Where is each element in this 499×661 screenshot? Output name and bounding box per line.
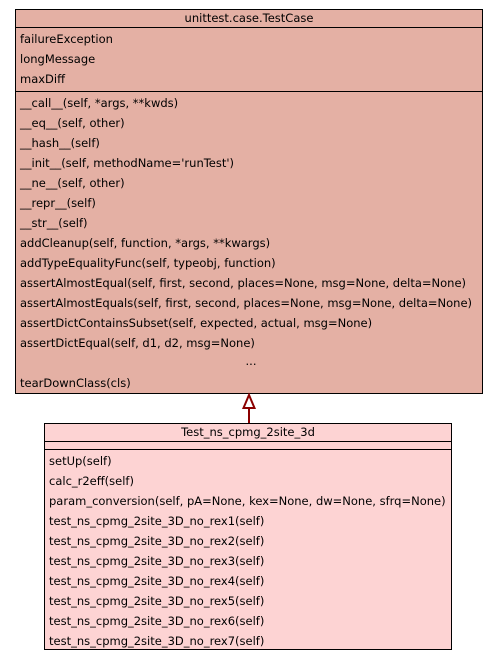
- method-row: assertDictContainsSubset(self, expected,…: [20, 316, 373, 330]
- parent-attributes-section: failureException longMessage maxDiff: [16, 28, 482, 92]
- method-row: addTypeEqualityFunc(self, typeobj, funct…: [20, 256, 276, 270]
- method-row: test_ns_cpmg_2site_3D_no_rex2(self): [49, 534, 265, 548]
- method-row: test_ns_cpmg_2site_3D_no_rex4(self): [49, 574, 265, 588]
- method-row: __hash__(self): [20, 136, 100, 150]
- attribute-row: longMessage: [20, 52, 96, 66]
- method-row: __repr__(self): [20, 196, 96, 210]
- method-row: assertAlmostEqual(self, first, second, p…: [20, 276, 467, 290]
- method-row: assertDictEqual(self, d1, d2, msg=None): [20, 336, 255, 350]
- method-row: tearDownClass(cls): [20, 376, 131, 390]
- method-row: test_ns_cpmg_2site_3D_no_rex3(self): [49, 554, 265, 568]
- method-row: __init__(self, methodName='runTest'): [20, 156, 235, 170]
- method-row: test_ns_cpmg_2site_3D_no_rex5(self): [49, 594, 265, 608]
- attribute-row: maxDiff: [20, 72, 66, 86]
- method-row: test_ns_cpmg_2site_3D_no_rex7(self): [49, 634, 265, 648]
- child-attributes-section: [45, 442, 451, 450]
- child-methods-section: setUp(self) calc_r2eff(self) param_conve…: [45, 450, 451, 653]
- method-row: test_ns_cpmg_2site_3D_no_rex6(self): [49, 614, 265, 628]
- method-row: addCleanup(self, function, *args, **kwar…: [20, 236, 271, 250]
- method-row: test_ns_cpmg_2site_3D_no_rex1(self): [49, 514, 265, 528]
- parent-class-box[interactable]: unittest.case.TestCase failureException …: [15, 9, 483, 394]
- method-row: assertAlmostEquals(self, first, second, …: [20, 296, 473, 310]
- method-row: param_conversion(self, pA=None, kex=None…: [49, 494, 446, 508]
- method-row: __call__(self, *args, **kwds): [20, 96, 179, 110]
- method-row: setUp(self): [49, 454, 112, 468]
- parent-methods-section: __call__(self, *args, **kwds) __eq__(sel…: [16, 92, 482, 395]
- parent-class-title: unittest.case.TestCase: [16, 10, 482, 28]
- attribute-row: failureException: [20, 32, 113, 46]
- method-row: __eq__(self, other): [20, 116, 125, 130]
- method-row: calc_r2eff(self): [49, 474, 134, 488]
- child-class-title: Test_ns_cpmg_2site_3d: [45, 424, 451, 442]
- method-row: __str__(self): [20, 216, 88, 230]
- method-row: __ne__(self, other): [20, 176, 125, 190]
- child-class-box[interactable]: Test_ns_cpmg_2site_3d setUp(self) calc_r…: [44, 423, 452, 650]
- methods-ellipsis: ...: [245, 354, 257, 368]
